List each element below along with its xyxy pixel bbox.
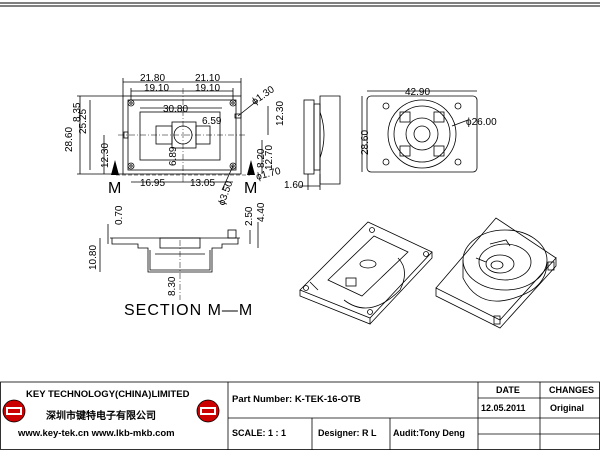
dim-section-right-a: 2.50 [244,206,255,226]
dim-top-right-width: 21.10 [195,73,220,84]
section-view [99,222,259,300]
iso-view-plate [299,221,433,325]
dim-right-mid2: 8.20 [256,148,267,168]
company-name: KEY TECHNOLOGY(CHINA)LIMITED [26,389,190,400]
dim-inner-left: 19.10 [144,83,169,94]
dim-right-mid: 12.70 [264,145,275,170]
dim-corner-hole: ϕ3.50 [216,179,235,207]
dim-left-height-mid: 12.30 [100,143,111,168]
dim-hole-dia: ϕ1.30 [250,84,277,108]
date-value: 12.05.2011 [481,403,526,413]
dim-left-height-inner: 25.25 [78,109,89,134]
dim-side-bottom: 1.60 [284,180,304,191]
section-label: SECTION M—M [124,302,253,319]
audit: Audit:Tony Deng [393,428,465,438]
part-number: Part Number: K-TEK-16-OTB [232,394,361,405]
dim-bottom-right: 13.05 [190,178,215,189]
company-logo-left [2,399,26,423]
dim-section-center-height: 8.30 [167,276,178,296]
scale: SCALE: 1 : 1 [232,428,287,438]
dim-inner-small: 6.59 [202,116,222,127]
designer: Designer: R L [318,428,377,438]
dim-center-width: 30.80 [163,104,188,115]
iso-view-housing [435,217,557,329]
company-chinese-name: 深圳市键特电子有限公司 [46,411,156,422]
dim-section-top-left: 0.70 [114,205,125,225]
right-view [361,90,478,173]
dim-bottom-left: 16.95 [140,178,165,189]
dim-right-diameter: ϕ26.00 [466,117,497,128]
side-view [300,95,341,190]
dim-right-height-28: 28.60 [360,130,371,155]
company-logo-right [196,399,220,423]
dim-inner-right: 19.10 [195,83,220,94]
date-header: DATE [496,385,520,395]
section-mark-right: M [244,180,258,197]
dim-section-left-height: 10.80 [88,245,99,270]
section-mark-left: M [108,180,122,197]
dim-top-left-width: 21.80 [140,73,165,84]
dim-left-height-outer: 28.60 [64,127,75,152]
dim-section-right-b: 4.40 [256,202,267,222]
company-websites: www.key-tek.cn www.lkb-mkb.com [18,428,175,439]
changes-header: CHANGES [549,385,595,395]
dim-left-small: 8.35 [72,102,83,122]
dim-center-v: 6.89 [168,146,179,166]
changes-value: Original [550,403,585,413]
front-view [77,78,269,191]
dim-right-width: 42.90 [405,87,430,98]
dim-right-height: 12.30 [275,101,286,126]
